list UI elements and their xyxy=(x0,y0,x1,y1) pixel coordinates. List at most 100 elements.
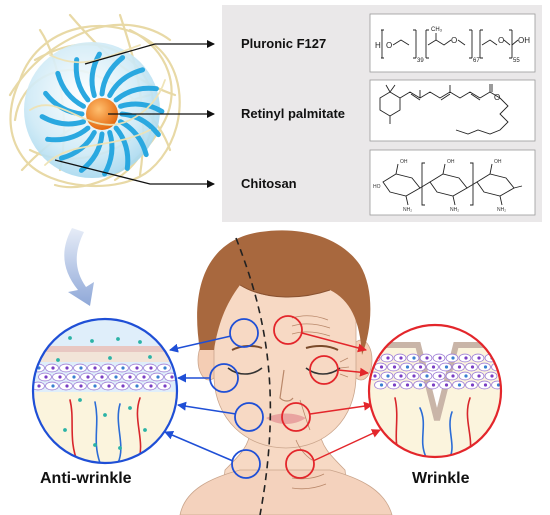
arrow-chitosan xyxy=(54,159,215,188)
nanoparticle-dot xyxy=(68,336,72,340)
formula-ester-o: O xyxy=(494,93,500,102)
cell-nucleus xyxy=(163,384,167,388)
cell-nucleus xyxy=(44,375,48,379)
marker-left-neck xyxy=(231,449,261,479)
pluronic-arm xyxy=(113,85,159,103)
nanoparticle-dot xyxy=(56,358,60,362)
cell-nucleus xyxy=(496,383,501,387)
pluronic-arm xyxy=(89,51,102,98)
cell-nucleus xyxy=(457,383,462,387)
transition-arrow xyxy=(64,228,94,306)
cell-nucleus xyxy=(470,383,475,387)
cell-nucleus xyxy=(392,365,397,369)
cell-nucleus xyxy=(79,384,83,388)
midline-divider xyxy=(235,237,272,515)
retinyl-structure xyxy=(379,84,509,135)
cell-nucleus xyxy=(418,383,423,387)
label-pluronic: Pluronic F127 xyxy=(241,36,327,51)
pluronic-arm xyxy=(107,67,146,98)
chitosan-oh1: OH xyxy=(400,159,408,165)
pluronic-arm xyxy=(118,101,165,114)
pluronic-arm xyxy=(113,125,131,171)
cell-nucleus xyxy=(93,384,97,388)
formula-sub2: 67 xyxy=(473,58,480,64)
nanoparticle-dot xyxy=(118,446,122,450)
nanoparticle-dot xyxy=(128,406,132,410)
cell-nucleus xyxy=(65,366,69,370)
pluronic-arm xyxy=(55,70,86,109)
cell-nucleus xyxy=(457,365,462,369)
cell-nucleus xyxy=(114,375,118,379)
wrinkle-lines xyxy=(291,315,350,490)
cell-nucleus xyxy=(373,374,377,378)
cell-nucleus xyxy=(451,356,455,360)
chitosan-ho: HO xyxy=(373,184,381,190)
nanoparticle-dot xyxy=(93,443,97,447)
nanoparticle-dot xyxy=(78,398,82,402)
cell-nucleus xyxy=(464,374,468,378)
cell-nucleus xyxy=(444,383,449,387)
marker-left-mouth xyxy=(234,402,264,432)
cell-nucleus xyxy=(483,383,488,387)
marker-left-forehead xyxy=(229,318,259,348)
cell-nucleus xyxy=(107,384,111,388)
label-wrinkle: Wrinkle xyxy=(412,470,470,487)
chitosan-structure xyxy=(382,162,523,206)
cell-nucleus xyxy=(444,365,449,369)
cell-nucleus xyxy=(399,356,403,360)
cell-nucleus xyxy=(392,383,397,387)
right-eyebrow xyxy=(305,344,339,351)
cell-nucleus xyxy=(483,365,488,369)
chitosan-formula-box xyxy=(369,149,536,216)
cell-nucleus xyxy=(163,366,167,370)
nanoparticle-dot xyxy=(158,338,162,342)
wrinkle-circle xyxy=(367,323,503,459)
cell-nucleus xyxy=(149,384,153,388)
cell-nucleus xyxy=(425,356,429,360)
nanoparticle-dot xyxy=(63,428,67,432)
face-markers xyxy=(209,315,339,479)
cell-nucleus xyxy=(135,384,139,388)
cell-nucleus xyxy=(79,366,83,370)
cell-nucleus xyxy=(438,374,442,378)
anti-wrinkle-circle xyxy=(31,317,179,465)
label-chitosan: Chitosan xyxy=(241,176,297,191)
formula-sub3: 55 xyxy=(513,58,520,64)
nanoparticle-dot xyxy=(138,340,142,344)
chitosan-nh2-3: NH₂ xyxy=(497,207,506,213)
pluronic-labels: H O 39 CH₃ O 67 O 55 OH xyxy=(375,27,530,64)
anti-wrinkle-cells xyxy=(33,363,177,391)
marker-right-mouth xyxy=(281,402,311,432)
nanoparticle-dot xyxy=(116,337,120,341)
cell-nucleus xyxy=(418,365,423,369)
cell-nucleus xyxy=(490,374,494,378)
cell-nucleus xyxy=(425,374,429,378)
formula-ch3: CH₃ xyxy=(431,27,443,33)
lips xyxy=(266,413,306,424)
cell-nucleus xyxy=(477,356,481,360)
cell-nucleus xyxy=(37,366,41,370)
pluronic-structure xyxy=(381,29,519,59)
wrinkle-arrows xyxy=(301,332,381,462)
pluronic-arm xyxy=(39,114,86,127)
chitosan-oh2: OH xyxy=(447,159,455,165)
label-anti-wrinkle: Anti-wrinkle xyxy=(40,470,132,487)
chitosan-nh2-1: NH₂ xyxy=(403,207,412,213)
cell-nucleus xyxy=(107,366,111,370)
cell-nucleus xyxy=(170,375,174,379)
nanoparticle-dot xyxy=(103,413,107,417)
cell-nucleus xyxy=(405,365,410,369)
cell-nucleus xyxy=(412,374,416,378)
pluronic-arm xyxy=(102,130,115,177)
pluronic-arm xyxy=(99,55,126,97)
cell-nucleus xyxy=(431,365,436,369)
formula-h: H xyxy=(375,41,381,50)
cell-nucleus xyxy=(65,384,69,388)
cell-nucleus xyxy=(121,366,125,370)
nanoparticle-dot xyxy=(48,338,52,342)
cell-nucleus xyxy=(431,383,436,387)
nanoparticle-dot xyxy=(143,428,147,432)
cell-nucleus xyxy=(58,375,62,379)
